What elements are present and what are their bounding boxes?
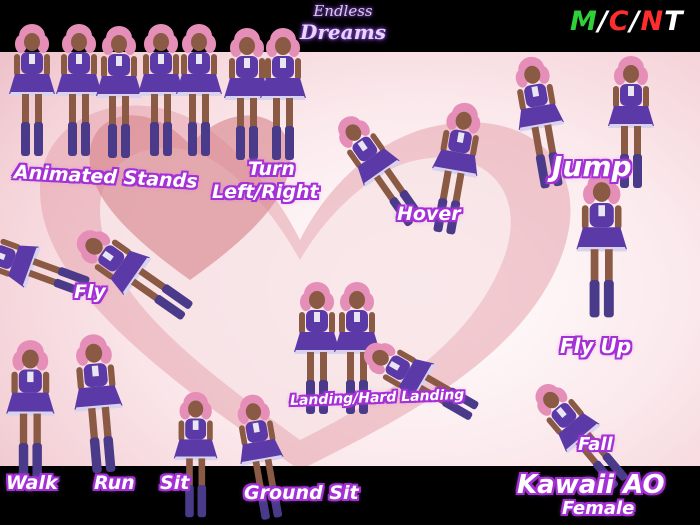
avatar-figure	[74, 334, 123, 474]
avatar-figure	[237, 394, 284, 520]
badge-part: N	[640, 6, 665, 37]
avatar-figure	[515, 56, 565, 189]
label-walk: Walk	[6, 472, 58, 494]
avatar-figure	[176, 24, 222, 156]
badge-part: T	[664, 6, 684, 37]
avatar-figure	[576, 172, 627, 318]
avatar-figure	[224, 28, 270, 160]
label-product: Kawaii AO	[517, 470, 665, 500]
label-fall: Fall	[578, 434, 613, 455]
label-jump: Jump	[552, 150, 632, 183]
badge-part: /	[629, 6, 641, 37]
avatar-figure	[6, 340, 55, 479]
avatar-figure	[138, 24, 184, 156]
label-hover: Hover	[397, 203, 461, 225]
label-fly: Fly	[74, 281, 106, 303]
avatar-figure	[294, 282, 340, 414]
label-fly-up: Fly Up	[560, 334, 632, 358]
label-turn-line2: Left/Right	[212, 181, 319, 203]
avatar-figure	[56, 24, 102, 156]
avatar-figure	[431, 102, 481, 235]
label-run: Run	[94, 472, 135, 494]
avatar-figure	[260, 28, 306, 160]
avatar-figure	[535, 383, 628, 489]
avatar-figure	[338, 116, 423, 227]
logo-line-1: Endless	[313, 2, 373, 20]
label-gender: Female	[562, 498, 635, 519]
avatar-figure	[0, 238, 90, 297]
badge-part: M	[570, 6, 598, 37]
bottom-black-bar	[0, 466, 700, 525]
logo-line-2: Dreams	[300, 20, 386, 44]
avatar-figure	[9, 24, 55, 156]
label-ground-sit: Ground Sit	[244, 482, 359, 504]
mcnt-badge: M/C/NT	[570, 6, 683, 37]
avatar-figure	[608, 56, 654, 188]
endless-dreams-logo: Endless Dreams	[284, 2, 402, 52]
avatar-figure	[173, 391, 218, 518]
badge-part: C	[608, 6, 630, 37]
label-sit: Sit	[160, 472, 190, 494]
label-turn-line1: Turn	[248, 158, 295, 180]
badge-part: /	[597, 6, 609, 37]
avatar-figure	[96, 26, 142, 158]
avatar-figure	[76, 230, 193, 320]
avatar-figure	[363, 342, 479, 420]
